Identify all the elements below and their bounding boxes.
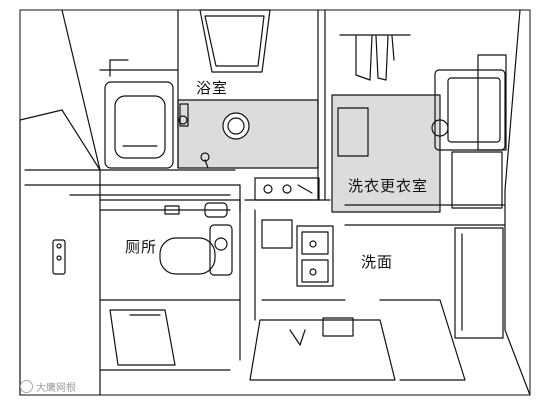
- toilet-label: 厕所: [125, 238, 158, 256]
- bathroom-floor: [177, 99, 319, 169]
- bathroom-walls: [99, 9, 326, 201]
- watermark-text: 大鹰网根: [36, 383, 76, 394]
- laundry-cabinet: [337, 107, 506, 226]
- washroom-label: 洗面: [361, 253, 394, 271]
- dressing-room-floor: [331, 94, 441, 213]
- watermark-logo-icon: [20, 380, 33, 393]
- watermark: 大鹰网根: [20, 379, 76, 394]
- bathtub: [104, 59, 189, 169]
- bathroom-label: 浴室: [196, 79, 229, 97]
- washroom-vanity: [254, 209, 504, 339]
- toilet-room: [52, 199, 241, 361]
- floor-mats: [99, 299, 466, 381]
- washing-machine: [431, 54, 507, 209]
- bath-drain: [200, 112, 250, 169]
- outer-walls: [19, 9, 531, 396]
- counter-top: [24, 169, 331, 211]
- dressing-room-label: 洗衣更衣室: [348, 177, 429, 195]
- hanging-towels: [339, 34, 411, 81]
